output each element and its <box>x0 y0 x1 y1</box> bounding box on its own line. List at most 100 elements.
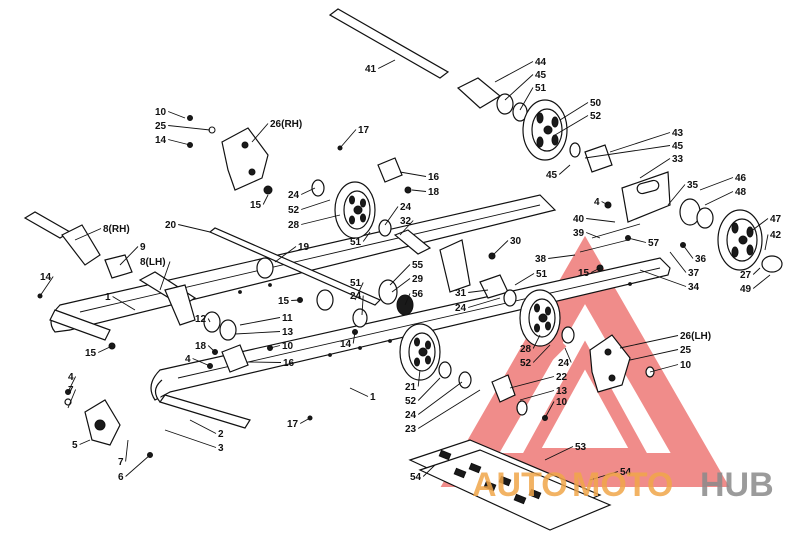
part-callout-label: 52 <box>520 358 532 369</box>
leader-line <box>558 164 571 175</box>
part-callout-label: 25 <box>680 345 692 356</box>
part-callout-label: 53 <box>575 442 587 453</box>
leader-line <box>291 299 301 301</box>
part-callout-label: 2 <box>218 429 224 440</box>
leader-line <box>399 220 414 236</box>
part-callout-label: 22 <box>556 372 568 383</box>
leader-line <box>514 273 535 286</box>
part-callout-label: 26(LH) <box>680 331 711 342</box>
leader-line <box>391 278 411 293</box>
leader-line <box>699 177 734 191</box>
watermark-auto: AUTO <box>472 466 568 504</box>
leader-line <box>125 439 129 462</box>
part-callout-label: 54 <box>620 467 632 478</box>
part-callout-label: 10 <box>282 341 294 352</box>
leader-line <box>67 389 77 409</box>
part-callout-label: 8(RH) <box>103 224 130 235</box>
middle-idler-wheel <box>311 179 432 255</box>
part-callout-label: 56 <box>412 289 424 300</box>
part-callout-label: 7 <box>118 457 124 468</box>
part-callout-label: 38 <box>535 254 547 265</box>
leader-line <box>352 331 356 344</box>
leader-line <box>168 125 211 131</box>
part-callout-label: 29 <box>412 274 424 285</box>
watermark-hub: HUB <box>700 466 774 504</box>
part-callout-label: 18 <box>428 187 440 198</box>
leader-line <box>704 191 734 206</box>
leader-line <box>361 295 364 316</box>
leader-line <box>339 129 357 149</box>
leader-line <box>301 214 341 225</box>
leader-line <box>164 429 217 448</box>
part-callout-label: 24 <box>405 410 417 421</box>
leader-line <box>639 269 687 287</box>
leader-line <box>192 358 211 367</box>
part-callout-label: 26(RH) <box>270 119 302 130</box>
watermark-moto: MOTO <box>572 466 673 504</box>
part-callout-label: 24 <box>288 190 300 201</box>
part-callout-label: 45 <box>672 141 684 152</box>
part-callout-label: 51 <box>350 237 362 248</box>
leader-line <box>417 377 441 401</box>
leader-line <box>74 228 102 241</box>
leader-line <box>589 471 619 481</box>
leader-line <box>389 264 411 286</box>
leader-line <box>509 376 555 389</box>
part-callout-label: 6 <box>118 472 124 483</box>
leader-line <box>98 345 113 353</box>
part-callout-label: 17 <box>287 419 299 430</box>
leader-line <box>159 261 171 291</box>
upper-block <box>377 157 412 194</box>
watermark-text: AUTO MOTO HUB <box>472 466 774 504</box>
leader-line <box>639 158 671 179</box>
leader-line <box>189 419 217 434</box>
leader-line <box>301 199 331 210</box>
leader-line <box>669 251 687 273</box>
leader-line <box>619 335 679 349</box>
leader-line <box>609 132 671 153</box>
part-callout-label: 32 <box>400 216 412 227</box>
part-callout-label: 44 <box>535 57 547 68</box>
leader-line <box>749 218 769 233</box>
leader-line <box>548 254 576 259</box>
part-callout-label: 15 <box>250 200 262 211</box>
part-callout-label: 28 <box>520 344 532 355</box>
part-callout-label: 18 <box>195 341 207 352</box>
part-callout-label: 49 <box>740 284 752 295</box>
leader-line <box>251 123 269 143</box>
front-arm <box>23 211 197 326</box>
part-callout-label: 14 <box>155 135 167 146</box>
leader-line <box>584 145 671 159</box>
part-callout-label: 17 <box>358 125 370 136</box>
leader-line <box>247 361 282 363</box>
part-callout-label: 45 <box>535 70 547 81</box>
part-callout-label: 8(LH) <box>140 257 166 268</box>
leader-line <box>411 189 427 192</box>
leader-line <box>752 274 771 289</box>
part-callout-label: 50 <box>590 98 602 109</box>
slider-shoes <box>49 309 251 429</box>
leader-line <box>468 289 489 293</box>
part-callout-label: 13 <box>556 386 568 397</box>
leader-line <box>764 234 769 251</box>
leader-line <box>354 282 364 301</box>
leader-line <box>207 345 216 353</box>
part-callout-label: 20 <box>165 220 177 231</box>
leader-line <box>399 171 427 177</box>
part-callout-label: 19 <box>298 242 310 253</box>
leader-line <box>504 74 534 101</box>
rear-arm-shaft <box>208 227 414 328</box>
part-callout-label: 10 <box>556 397 568 408</box>
part-callout-label: 9 <box>140 242 146 253</box>
front-axle-shaft <box>328 8 528 122</box>
leader-line <box>629 349 679 361</box>
part-callout-label: 34 <box>688 282 700 293</box>
lower-idler-wheel <box>399 323 528 416</box>
part-callout-label: 55 <box>412 260 424 271</box>
callout-leaders <box>39 59 771 481</box>
leader-line <box>532 344 551 363</box>
leader-line <box>168 111 186 119</box>
leader-line <box>559 102 589 121</box>
part-callout-label: 1 <box>370 392 376 403</box>
